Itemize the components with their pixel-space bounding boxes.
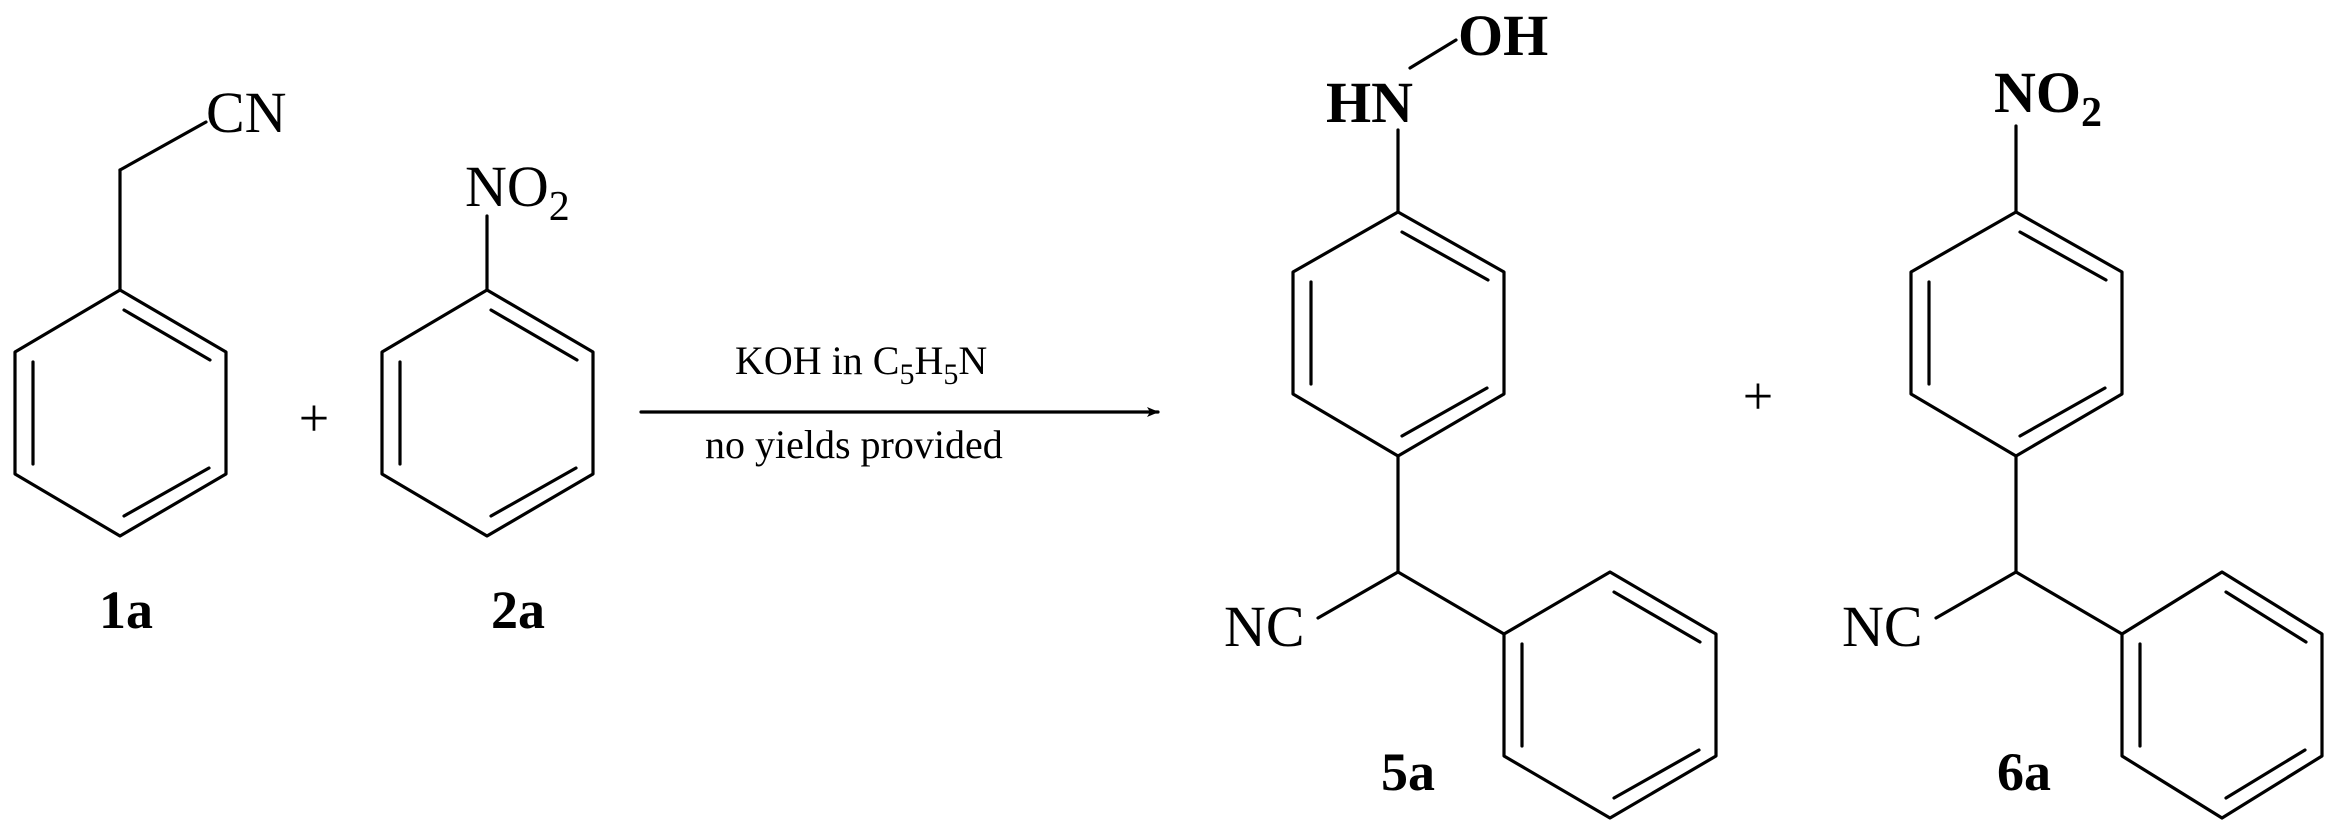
benzene-ring bbox=[380, 288, 595, 538]
cn-bond bbox=[118, 120, 208, 172]
compound-label-2a: 2a bbox=[491, 580, 545, 640]
phenyl-ring bbox=[2120, 570, 2324, 820]
benzene-ring bbox=[1909, 210, 2124, 458]
oh-label: OH bbox=[1458, 3, 1548, 68]
conditions-below: no yields provided bbox=[705, 422, 1003, 467]
benzene-ring bbox=[13, 288, 228, 538]
benzene-ring bbox=[1291, 210, 1506, 458]
ch-phenyl-bond bbox=[1396, 570, 1506, 636]
no2-label: NO2 bbox=[1994, 60, 2102, 136]
compound-6a: NO2 NC 6a bbox=[1842, 60, 2324, 820]
nc-label: NC bbox=[1842, 594, 1923, 659]
ch-cn-bond bbox=[1934, 570, 2018, 620]
ch-phenyl-bond bbox=[2014, 570, 2124, 636]
ch-cn-bond bbox=[1316, 570, 1400, 620]
hn-label: HN bbox=[1326, 70, 1413, 135]
compound-5a: HN OH NC 5a bbox=[1224, 3, 1718, 820]
compound-1a: CN 1a bbox=[13, 80, 287, 640]
compound-label-6a: 6a bbox=[1997, 742, 2051, 802]
compound-label-5a: 5a bbox=[1381, 742, 1435, 802]
n-o-bond bbox=[1408, 38, 1458, 70]
plus-sign-1: + bbox=[299, 388, 329, 448]
compound-label-1a: 1a bbox=[99, 580, 153, 640]
no2-label: NO2 bbox=[465, 154, 570, 230]
reaction-arrow: KOH in C5H5N no yields provided bbox=[639, 338, 1160, 467]
plus-sign-2: + bbox=[1743, 366, 1773, 426]
nc-label: NC bbox=[1224, 594, 1305, 659]
conditions-above: KOH in C5H5N bbox=[735, 338, 987, 391]
cn-label: CN bbox=[206, 80, 287, 145]
phenyl-ring bbox=[1502, 570, 1718, 820]
compound-2a: NO2 2a bbox=[380, 154, 595, 640]
